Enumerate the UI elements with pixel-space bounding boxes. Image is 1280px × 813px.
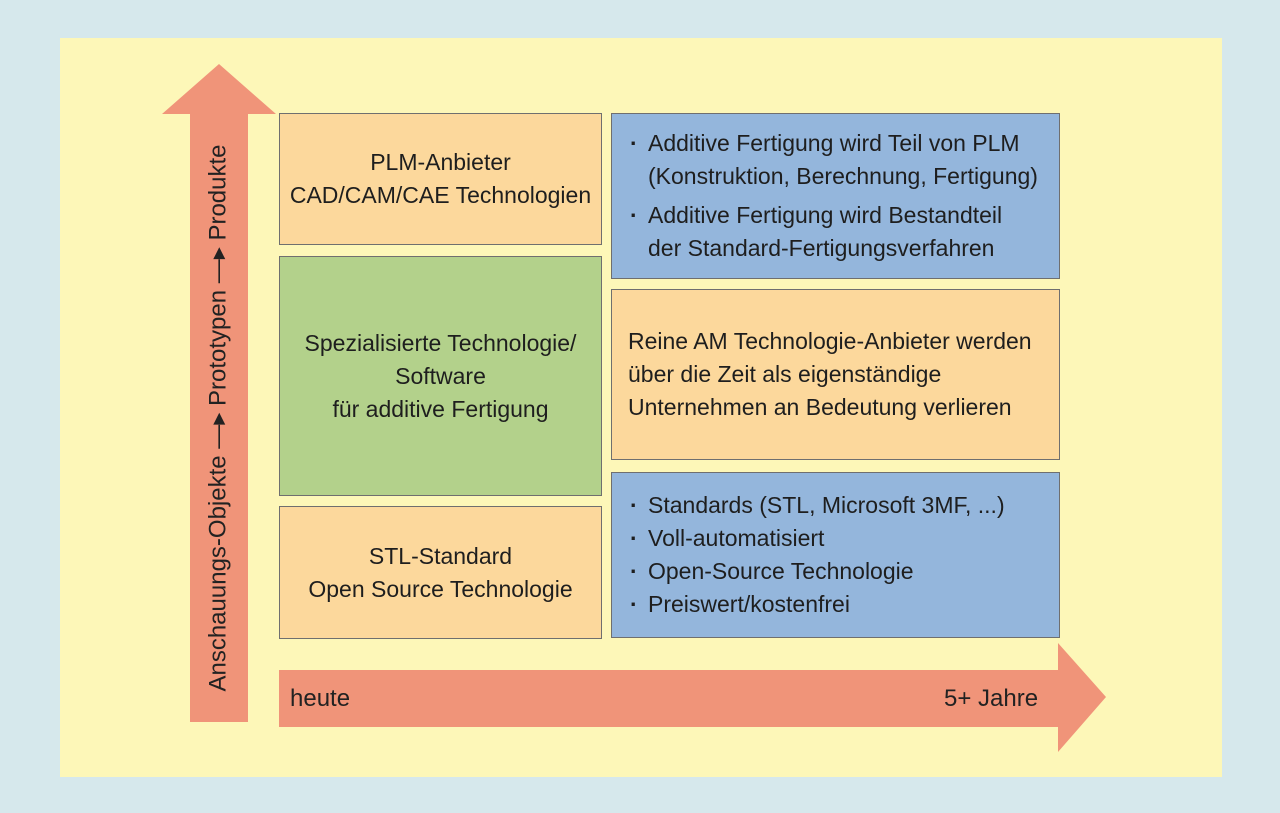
bullet-text: Additive Fertigung wird Teil von PLM: [648, 130, 1020, 156]
bullet-item: Voll-automatisiert: [628, 522, 1005, 555]
bullet-item: Preiswert/kostenfrei: [628, 588, 1005, 621]
horizontal-axis-arrow: [279, 643, 1106, 752]
box-text-line: STL-Standard: [368, 542, 513, 569]
box-text-line: über die Zeit als eigenständige: [628, 361, 942, 387]
bullet-item: Additive Fertigung wird Bestandteil der …: [628, 199, 1038, 265]
outlook-text: Reine AM Technologie-Anbieter werden übe…: [628, 325, 1032, 424]
vertical-axis-arrow: [162, 64, 276, 722]
bullet-text: (Konstruktion, Berechnung, Fertigung): [648, 163, 1038, 189]
box-text-line: Open Source Technologie: [308, 575, 573, 602]
box-text-line: für additive Fertigung: [332, 395, 549, 422]
box-standards-outlook: Standards (STL, Microsoft 3MF, ...) Voll…: [611, 472, 1060, 638]
bullet-text: der Standard-Fertigungsverfahren: [648, 235, 995, 261]
box-text-line: Unternehmen an Bedeutung verlieren: [628, 394, 1012, 420]
box-text-line: Software: [395, 362, 486, 389]
vertical-axis-label: Anschauungs-Objekte —▸ Prototypen —▸ Pro…: [204, 144, 232, 692]
box-text-line: Reine AM Technologie-Anbieter werden: [628, 328, 1032, 354]
box-text-line: Spezialisierte Technologie/: [304, 329, 577, 356]
horizontal-axis-start-label: heute: [290, 685, 351, 712]
box-text-line: PLM-Anbieter: [370, 149, 511, 175]
bullet-text: Additive Fertigung wird Bestandteil: [648, 202, 1003, 228]
bullet-item: Standards (STL, Microsoft 3MF, ...): [628, 489, 1005, 522]
box-plm-anbieter: PLM-Anbieter CAD/CAM/CAE Technologien: [279, 113, 602, 245]
bullet-list: Standards (STL, Microsoft 3MF, ...) Voll…: [628, 489, 1005, 621]
bullet-item: Open-Source Technologie: [628, 555, 1005, 588]
box-stl-standard: STL-Standard Open Source Technologie: [279, 506, 602, 639]
horizontal-axis-end-label: 5+ Jahre: [944, 685, 1039, 712]
box-text-line: CAD/CAM/CAE Technologien: [289, 182, 592, 208]
bullet-list: Additive Fertigung wird Teil von PLM (Ko…: [628, 127, 1038, 265]
bullet-item: Additive Fertigung wird Teil von PLM (Ko…: [628, 127, 1038, 193]
box-spezialisierte-technologie: Spezialisierte Technologie/ Software für…: [279, 256, 602, 496]
box-am-anbieter-outlook: Reine AM Technologie-Anbieter werden übe…: [611, 289, 1060, 460]
box-plm-outlook: Additive Fertigung wird Teil von PLM (Ko…: [611, 113, 1060, 279]
